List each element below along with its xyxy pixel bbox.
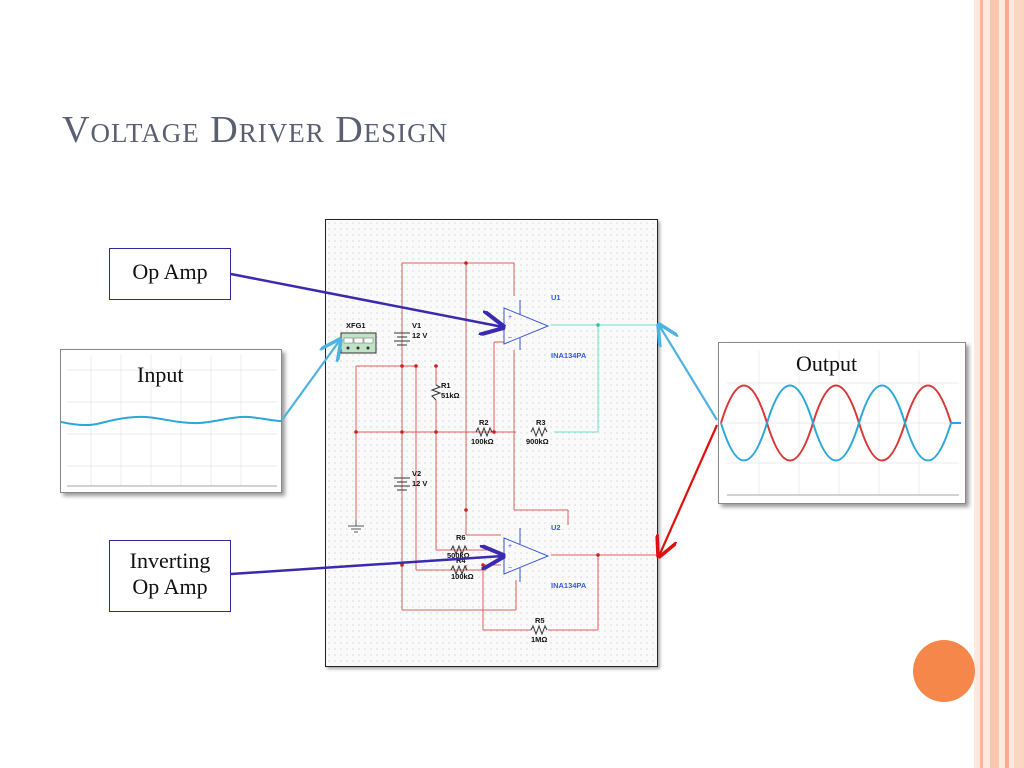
input-waveform-plot bbox=[60, 355, 282, 487]
r2-value: 100kΩ bbox=[471, 437, 494, 446]
inverting-op-amp-callout: Inverting Op Amp bbox=[109, 540, 231, 612]
r3-name: R3 bbox=[536, 418, 546, 427]
r5-value: 1MΩ bbox=[531, 635, 547, 644]
svg-text:−: − bbox=[508, 565, 512, 572]
op-amp-callout: Op Amp bbox=[109, 248, 231, 300]
r4-name: R4 bbox=[456, 556, 466, 565]
svg-text:−: − bbox=[508, 335, 512, 342]
r2-name: R2 bbox=[479, 418, 489, 427]
output-scope: Output bbox=[718, 342, 966, 504]
slide-title: Voltage Driver Design bbox=[62, 109, 449, 151]
decorative-stripes bbox=[974, 0, 1024, 768]
schematic-panel: + − + − XFG1 V1 12 V V2 12 V R1 51kΩ R2 10… bbox=[325, 219, 659, 667]
v2-name: V2 bbox=[412, 469, 421, 478]
inverting-callout-line1: Inverting bbox=[129, 548, 211, 573]
output-arrow-red bbox=[659, 424, 719, 556]
u1-part: INA134PA bbox=[551, 351, 587, 360]
v1-value: 12 V bbox=[412, 331, 427, 340]
v2-value: 12 V bbox=[412, 479, 427, 488]
input-label: Input bbox=[137, 362, 184, 387]
input-scope: Input bbox=[60, 349, 282, 493]
circuit-schematic: + − + − XFG1 V1 12 V V2 12 V R1 51kΩ R2 10… bbox=[340, 261, 659, 644]
r3-value: 900kΩ bbox=[526, 437, 549, 446]
u2-name: U2 bbox=[551, 523, 561, 532]
inverting-callout-line2: Op Amp bbox=[132, 574, 208, 599]
output-waveform-plot bbox=[720, 351, 961, 496]
output-label: Output bbox=[796, 351, 858, 376]
r1-value: 51kΩ bbox=[441, 391, 460, 400]
v1-name: V1 bbox=[412, 321, 421, 330]
decorative-orange-circle bbox=[913, 640, 975, 702]
function-generator bbox=[340, 332, 377, 354]
output-arrow-cyan bbox=[659, 325, 718, 421]
svg-text:+: + bbox=[508, 543, 512, 550]
op-amp-callout-text: Op Amp bbox=[132, 259, 208, 284]
u1-name: U1 bbox=[551, 293, 561, 302]
xfg1-label: XFG1 bbox=[346, 321, 366, 330]
r1-name: R1 bbox=[441, 381, 451, 390]
r6-name: R6 bbox=[456, 533, 466, 542]
r4-value: 100kΩ bbox=[451, 572, 474, 581]
u2-part: INA134PA bbox=[551, 581, 587, 590]
r5-name: R5 bbox=[535, 616, 545, 625]
svg-text:+: + bbox=[508, 314, 512, 321]
